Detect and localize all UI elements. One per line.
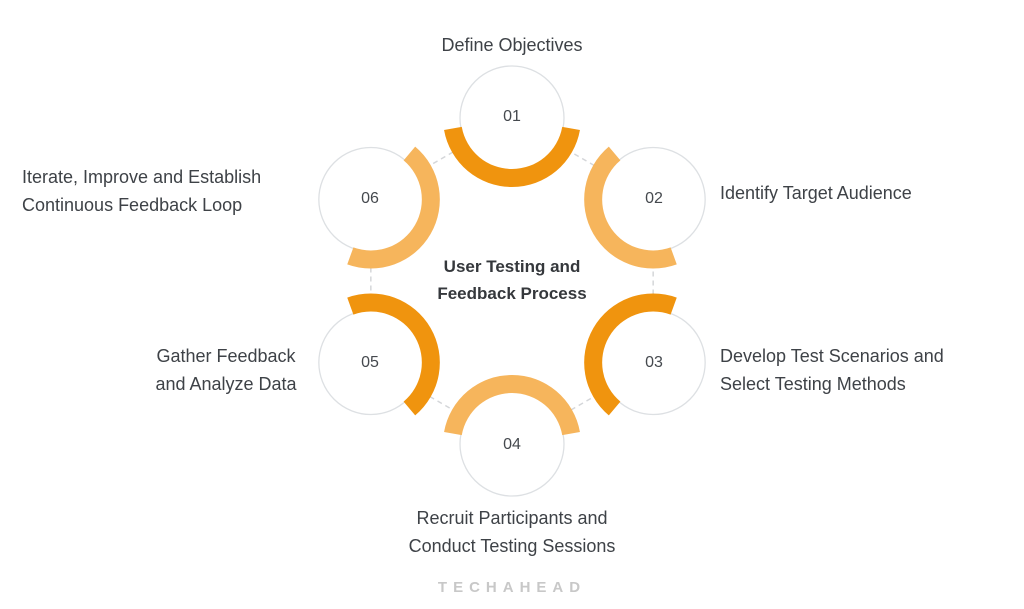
step-label-recruit-participants: Recruit Participants and Conduct Testing… [408, 508, 616, 556]
step-number-02: 02 [645, 190, 663, 207]
step-arc [584, 293, 677, 416]
step-arc [444, 126, 580, 187]
step-number-03: 03 [645, 354, 663, 371]
step-number-05: 05 [361, 354, 379, 371]
step-arc [444, 375, 580, 436]
step-arc [347, 146, 440, 269]
step-label-define-objectives: Define Objectives [441, 35, 583, 55]
step-label-develop-test-scenarios: Develop Test Scenarios and Select Testin… [720, 346, 944, 394]
step-number-01: 01 [503, 108, 521, 125]
step-arc [584, 146, 677, 269]
step-arc [347, 293, 440, 416]
step-label-gather-feedback: Gather Feedback and Analyze Data [155, 346, 297, 394]
step-number-04: 04 [503, 436, 521, 453]
step-label-identify-target-audience: Identify Target Audience [720, 183, 912, 203]
techahead-logo: TECHAHEAD [437, 579, 587, 596]
diagram-title: User Testing and Feedback Process [437, 257, 587, 303]
step-number-06: 06 [361, 190, 379, 207]
step-label-iterate-improve: Iterate, Improve and Establish Continuou… [22, 167, 262, 215]
